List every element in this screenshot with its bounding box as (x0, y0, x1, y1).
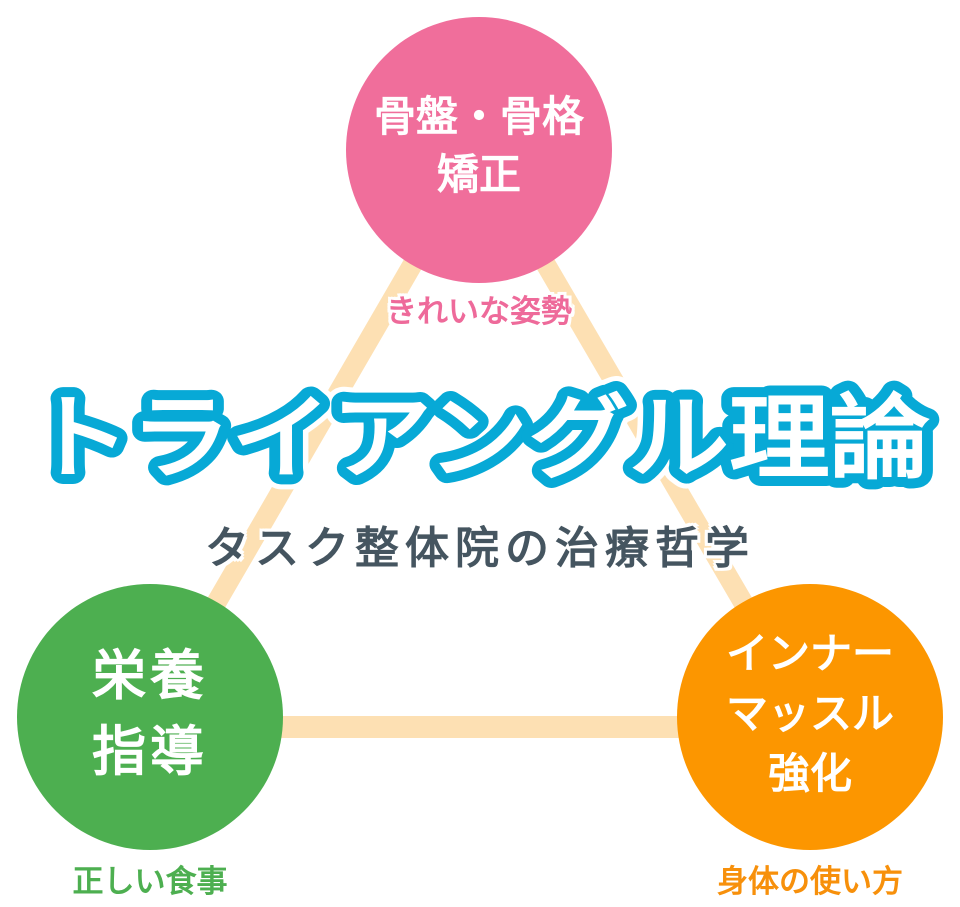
node-text-line: 栄養 (92, 644, 208, 707)
node-text-line: 矯正 (436, 150, 521, 199)
node-text-line: 骨盤・骨格 (373, 92, 584, 141)
node-nutrition-guidance: 栄養 指導 (17, 584, 283, 850)
node-label-body-usage: 身体の使い方 (717, 864, 903, 900)
title-outline: トライアングル理論 (30, 385, 930, 492)
node-label-good-posture: きれいな姿勢 (386, 294, 572, 330)
node-text-line: マッスル (725, 689, 894, 738)
diagram-subtitle: タスク整体院の治療哲学 (205, 523, 755, 574)
node-text-line: 強化 (767, 749, 852, 798)
node-text-line: 指導 (92, 720, 208, 783)
node-inner-muscle-strengthening: インナー マッスル 強化 (677, 584, 943, 850)
title-halo: トライアングル理論 (30, 385, 930, 492)
diagram-title: トライアングル理論 トライアングル理論 トライアングル理論 (0, 370, 960, 507)
node-pelvis-skeleton-correction: 骨盤・骨格 矯正 (346, 17, 612, 283)
node-text-line: インナー (725, 629, 894, 678)
title-text: トライアングル理論 (30, 385, 930, 492)
node-label-proper-diet: 正しい食事 (72, 864, 228, 900)
